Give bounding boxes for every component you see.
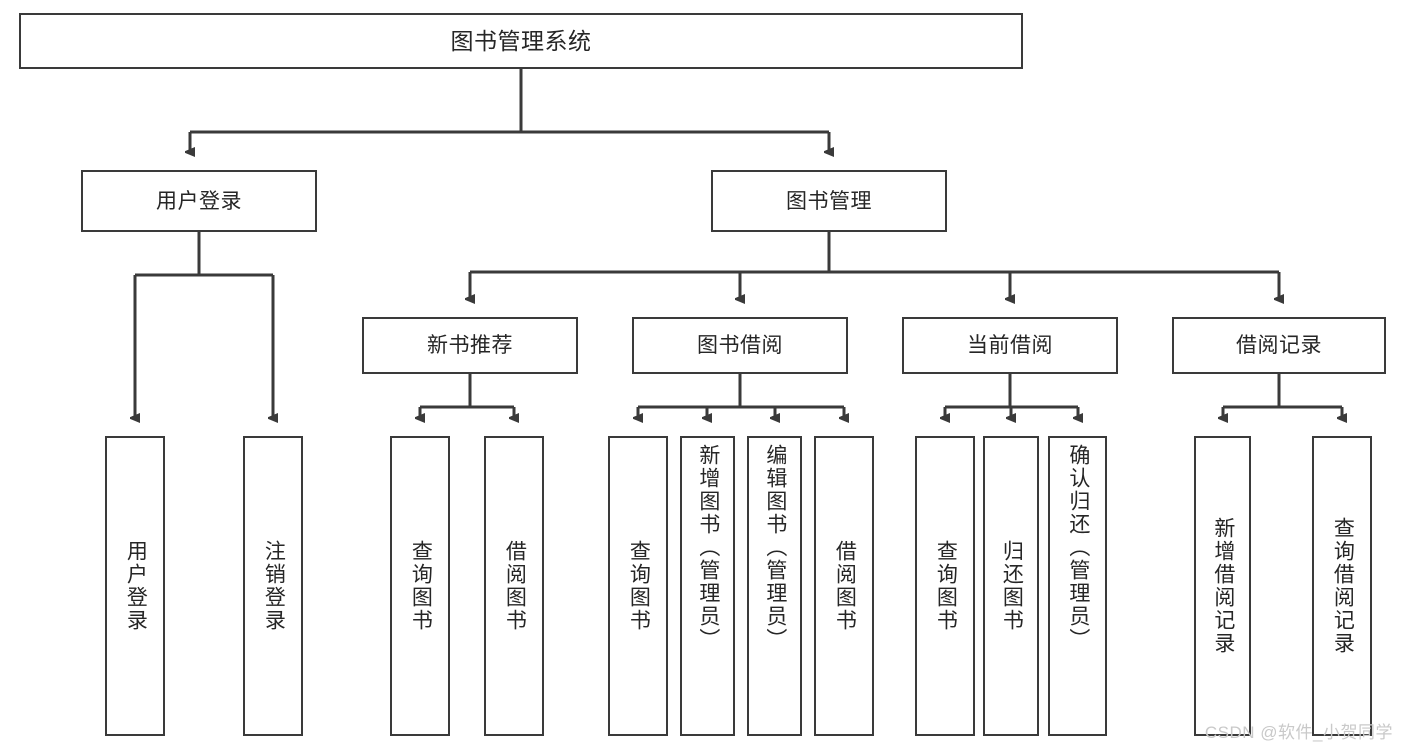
- node-leaf-add-book-admin[interactable]: 新增图书（管理员）: [680, 436, 735, 736]
- node-current-borrowing[interactable]: 当前借阅: [902, 317, 1118, 374]
- node-new-book-recommendation[interactable]: 新书推荐: [362, 317, 578, 374]
- node-label: 当前借阅: [967, 334, 1053, 357]
- node-leaf-user-login[interactable]: 用户登录: [105, 436, 165, 736]
- node-leaf-borrow-book-recommend[interactable]: 借阅图书: [484, 436, 544, 736]
- node-leaf-borrow-book[interactable]: 借阅图书: [814, 436, 874, 736]
- node-label: 借阅图书: [503, 540, 527, 632]
- node-leaf-query-book-borrow[interactable]: 查询图书: [608, 436, 668, 736]
- node-label: 新书推荐: [427, 334, 513, 357]
- node-leaf-add-borrow-record[interactable]: 新增借阅记录: [1194, 436, 1251, 736]
- node-label: 用户登录: [124, 540, 148, 632]
- node-label: 图书借阅: [697, 334, 783, 357]
- node-label: 借阅图书: [833, 540, 857, 632]
- node-label: 借阅记录: [1236, 334, 1322, 357]
- node-leaf-user-logout[interactable]: 注销登录: [243, 436, 303, 736]
- node-label: 查询借阅记录: [1331, 517, 1355, 655]
- node-leaf-return-book[interactable]: 归还图书: [983, 436, 1039, 736]
- node-label: 编辑图书（管理员）: [763, 444, 787, 651]
- node-label: 归还图书: [1000, 540, 1024, 632]
- node-leaf-query-book-recommend[interactable]: 查询图书: [390, 436, 450, 736]
- node-label: 查询图书: [409, 540, 433, 632]
- node-label: 新增图书（管理员）: [696, 444, 720, 651]
- node-label: 注销登录: [262, 540, 286, 632]
- node-label: 查询图书: [934, 540, 958, 632]
- node-user-login[interactable]: 用户登录: [81, 170, 317, 232]
- node-label: 图书管理系统: [450, 27, 592, 54]
- node-label: 用户登录: [156, 189, 242, 213]
- node-leaf-confirm-return-admin[interactable]: 确认归还（管理员）: [1048, 436, 1107, 736]
- node-borrowing-records[interactable]: 借阅记录: [1172, 317, 1386, 374]
- node-book-management-system[interactable]: 图书管理系统: [19, 13, 1023, 69]
- node-leaf-edit-book-admin[interactable]: 编辑图书（管理员）: [747, 436, 802, 736]
- node-label: 确认归还（管理员）: [1066, 444, 1090, 651]
- node-label: 图书管理: [786, 189, 872, 213]
- node-book-management[interactable]: 图书管理: [711, 170, 947, 232]
- node-label: 查询图书: [627, 540, 651, 632]
- node-book-borrowing[interactable]: 图书借阅: [632, 317, 848, 374]
- node-leaf-query-borrow-record[interactable]: 查询借阅记录: [1312, 436, 1372, 736]
- node-leaf-query-book-current[interactable]: 查询图书: [915, 436, 975, 736]
- node-label: 新增借阅记录: [1211, 517, 1235, 655]
